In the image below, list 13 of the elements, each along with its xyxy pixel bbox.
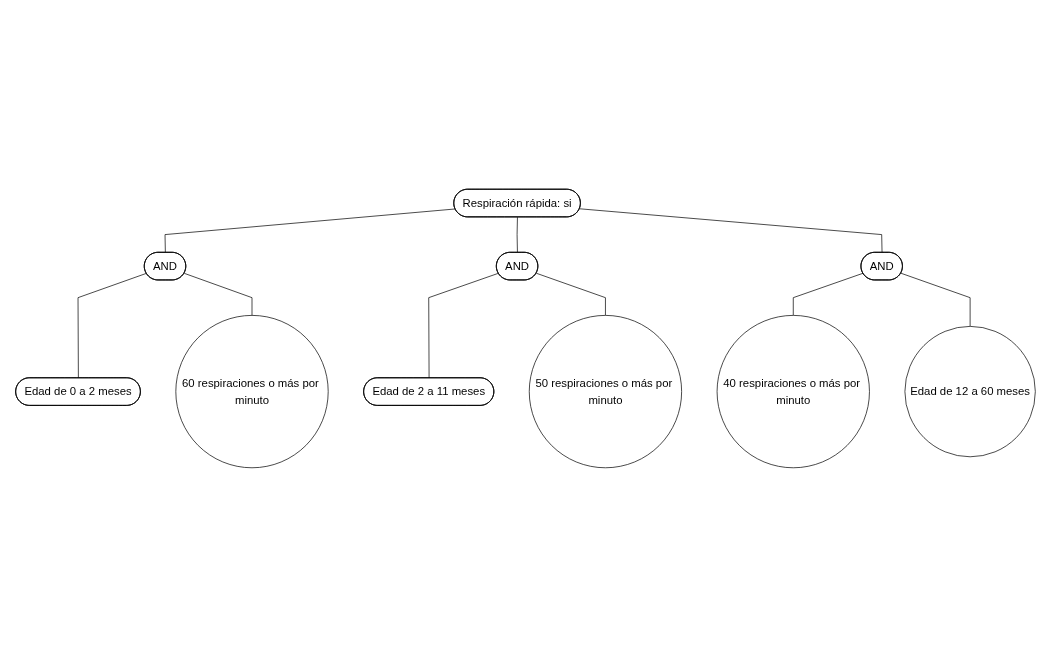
node-circle: 50 respiraciones o más por minuto	[528, 315, 682, 469]
connector	[164, 208, 456, 253]
connector	[900, 272, 971, 327]
connector	[792, 272, 864, 316]
connector	[536, 272, 606, 316]
connector	[77, 273, 147, 379]
connector	[516, 216, 518, 253]
node-circle: 60 respiraciones o más por minuto	[175, 315, 329, 469]
connector	[183, 273, 253, 316]
connector	[579, 208, 883, 253]
connector	[428, 272, 499, 379]
node-circle: 40 respiraciones o más por minuto	[716, 315, 870, 469]
node-circle: Edad de 12 a 60 meses	[904, 326, 1036, 458]
